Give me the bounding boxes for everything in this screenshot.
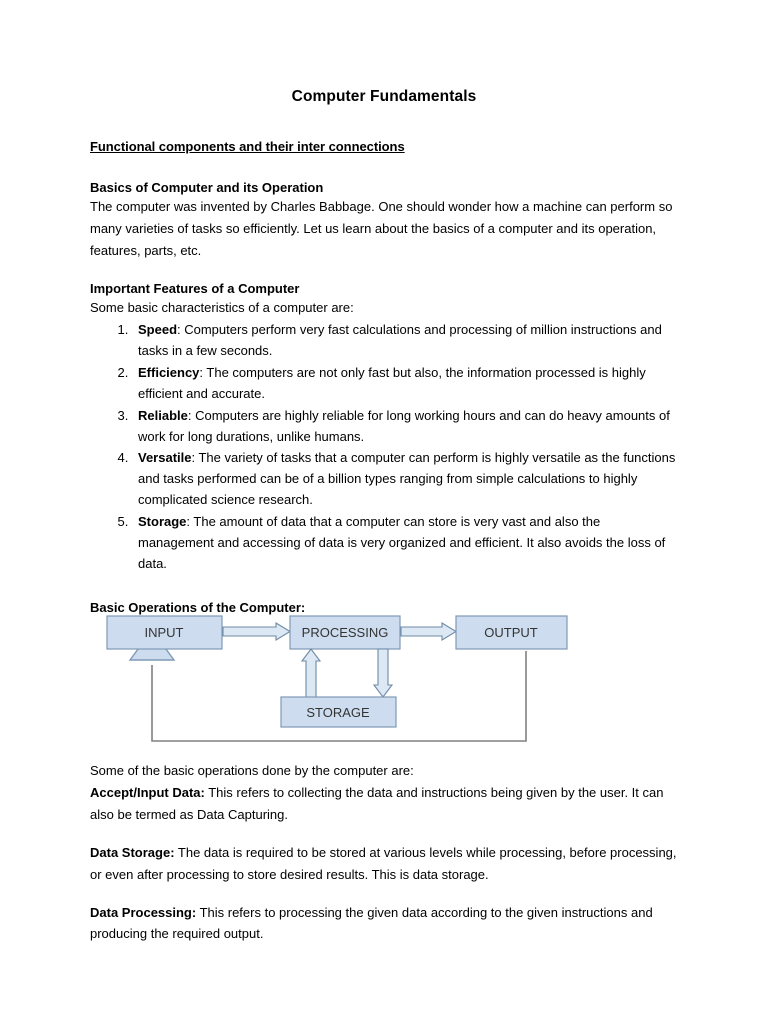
feedback-line-output-to-input [151, 651, 527, 743]
feature-text: : Computers perform very fast calculatio… [138, 322, 662, 359]
feature-term: Efficiency [138, 364, 200, 380]
feature-text: : The variety of tasks that a computer c… [138, 450, 676, 508]
diagram-node-processing [289, 615, 401, 650]
diagram-node-input [106, 615, 223, 650]
feature-text: : The computers are not only fast but al… [138, 364, 646, 401]
spacer [90, 826, 678, 842]
feature-term: Storage [138, 513, 187, 529]
arrow-storage-to-processing [300, 648, 322, 698]
operation-term: Data Processing: [90, 904, 197, 920]
feature-term: Speed [138, 322, 178, 338]
basic-operations-block-diagram: INPUT PROCESSING OUTPUT STORAGE [90, 615, 678, 760]
page-title: Computer Fundamentals [291, 88, 477, 105]
diagram-svg: INPUT PROCESSING OUTPUT STORAGE [106, 615, 568, 743]
feature-text: : The amount of data that a computer can… [138, 513, 666, 571]
operation-text: This refers to processing the given data… [90, 904, 653, 942]
operation-term: Data Storage: [90, 844, 175, 860]
basics-paragraph: The computer was invented by Charles Bab… [90, 199, 673, 258]
document-content: Computer Fundamentals Functional compone… [90, 88, 678, 945]
basics-heading: Basics of Computer and its Operation [90, 180, 324, 195]
feature-text: : Computers are highly reliable for long… [138, 407, 670, 444]
list-item: Reliable: Computers are highly reliable … [132, 405, 678, 447]
diagram-node-storage [280, 696, 397, 728]
features-heading: Important Features of a Computer [90, 281, 300, 297]
diagram-node-output [455, 615, 568, 650]
operation-text: This refers to collecting the data and i… [90, 785, 664, 823]
features-intro: Some basic characteristics of a computer… [90, 300, 354, 316]
features-list: Speed: Computers perform very fast calcu… [90, 319, 678, 574]
feature-term: Reliable [138, 407, 188, 423]
operation-term: Accept/Input Data: [90, 785, 205, 801]
operations-intro: Some of the basic operations done by the… [90, 763, 414, 779]
operations-heading: Basic Operations of the Computer: [90, 600, 306, 616]
operation-entry-data-storage: Data Storage: The data is required to be… [90, 842, 678, 886]
arrow-input-to-processing [222, 622, 292, 642]
list-item: Efficiency: The computers are not only f… [132, 362, 678, 404]
operation-text: The data is required to be stored at var… [90, 844, 677, 882]
spacer [90, 886, 678, 902]
list-item: Storage: The amount of data that a compu… [132, 511, 678, 574]
diagram-node-storage-label: STORAGE [306, 705, 370, 720]
diagram-node-input-label: INPUT [145, 625, 184, 640]
list-item: Speed: Computers perform very fast calcu… [132, 319, 678, 361]
list-item: Versatile: The variety of tasks that a c… [132, 447, 678, 510]
section-heading: Functional components and their inter co… [90, 139, 405, 154]
arrow-processing-to-output [400, 622, 458, 642]
arrow-processing-to-storage [372, 648, 394, 699]
spacer [90, 261, 678, 281]
diagram-node-processing-label: PROCESSING [302, 625, 389, 640]
feature-term: Versatile [138, 450, 192, 466]
operation-entry-data-processing: Data Processing: This refers to processi… [90, 902, 678, 946]
diagram-node-output-label: OUTPUT [484, 625, 538, 640]
operation-entry-accept-input: Accept/Input Data: This refers to collec… [90, 782, 678, 826]
spacer [90, 574, 678, 600]
